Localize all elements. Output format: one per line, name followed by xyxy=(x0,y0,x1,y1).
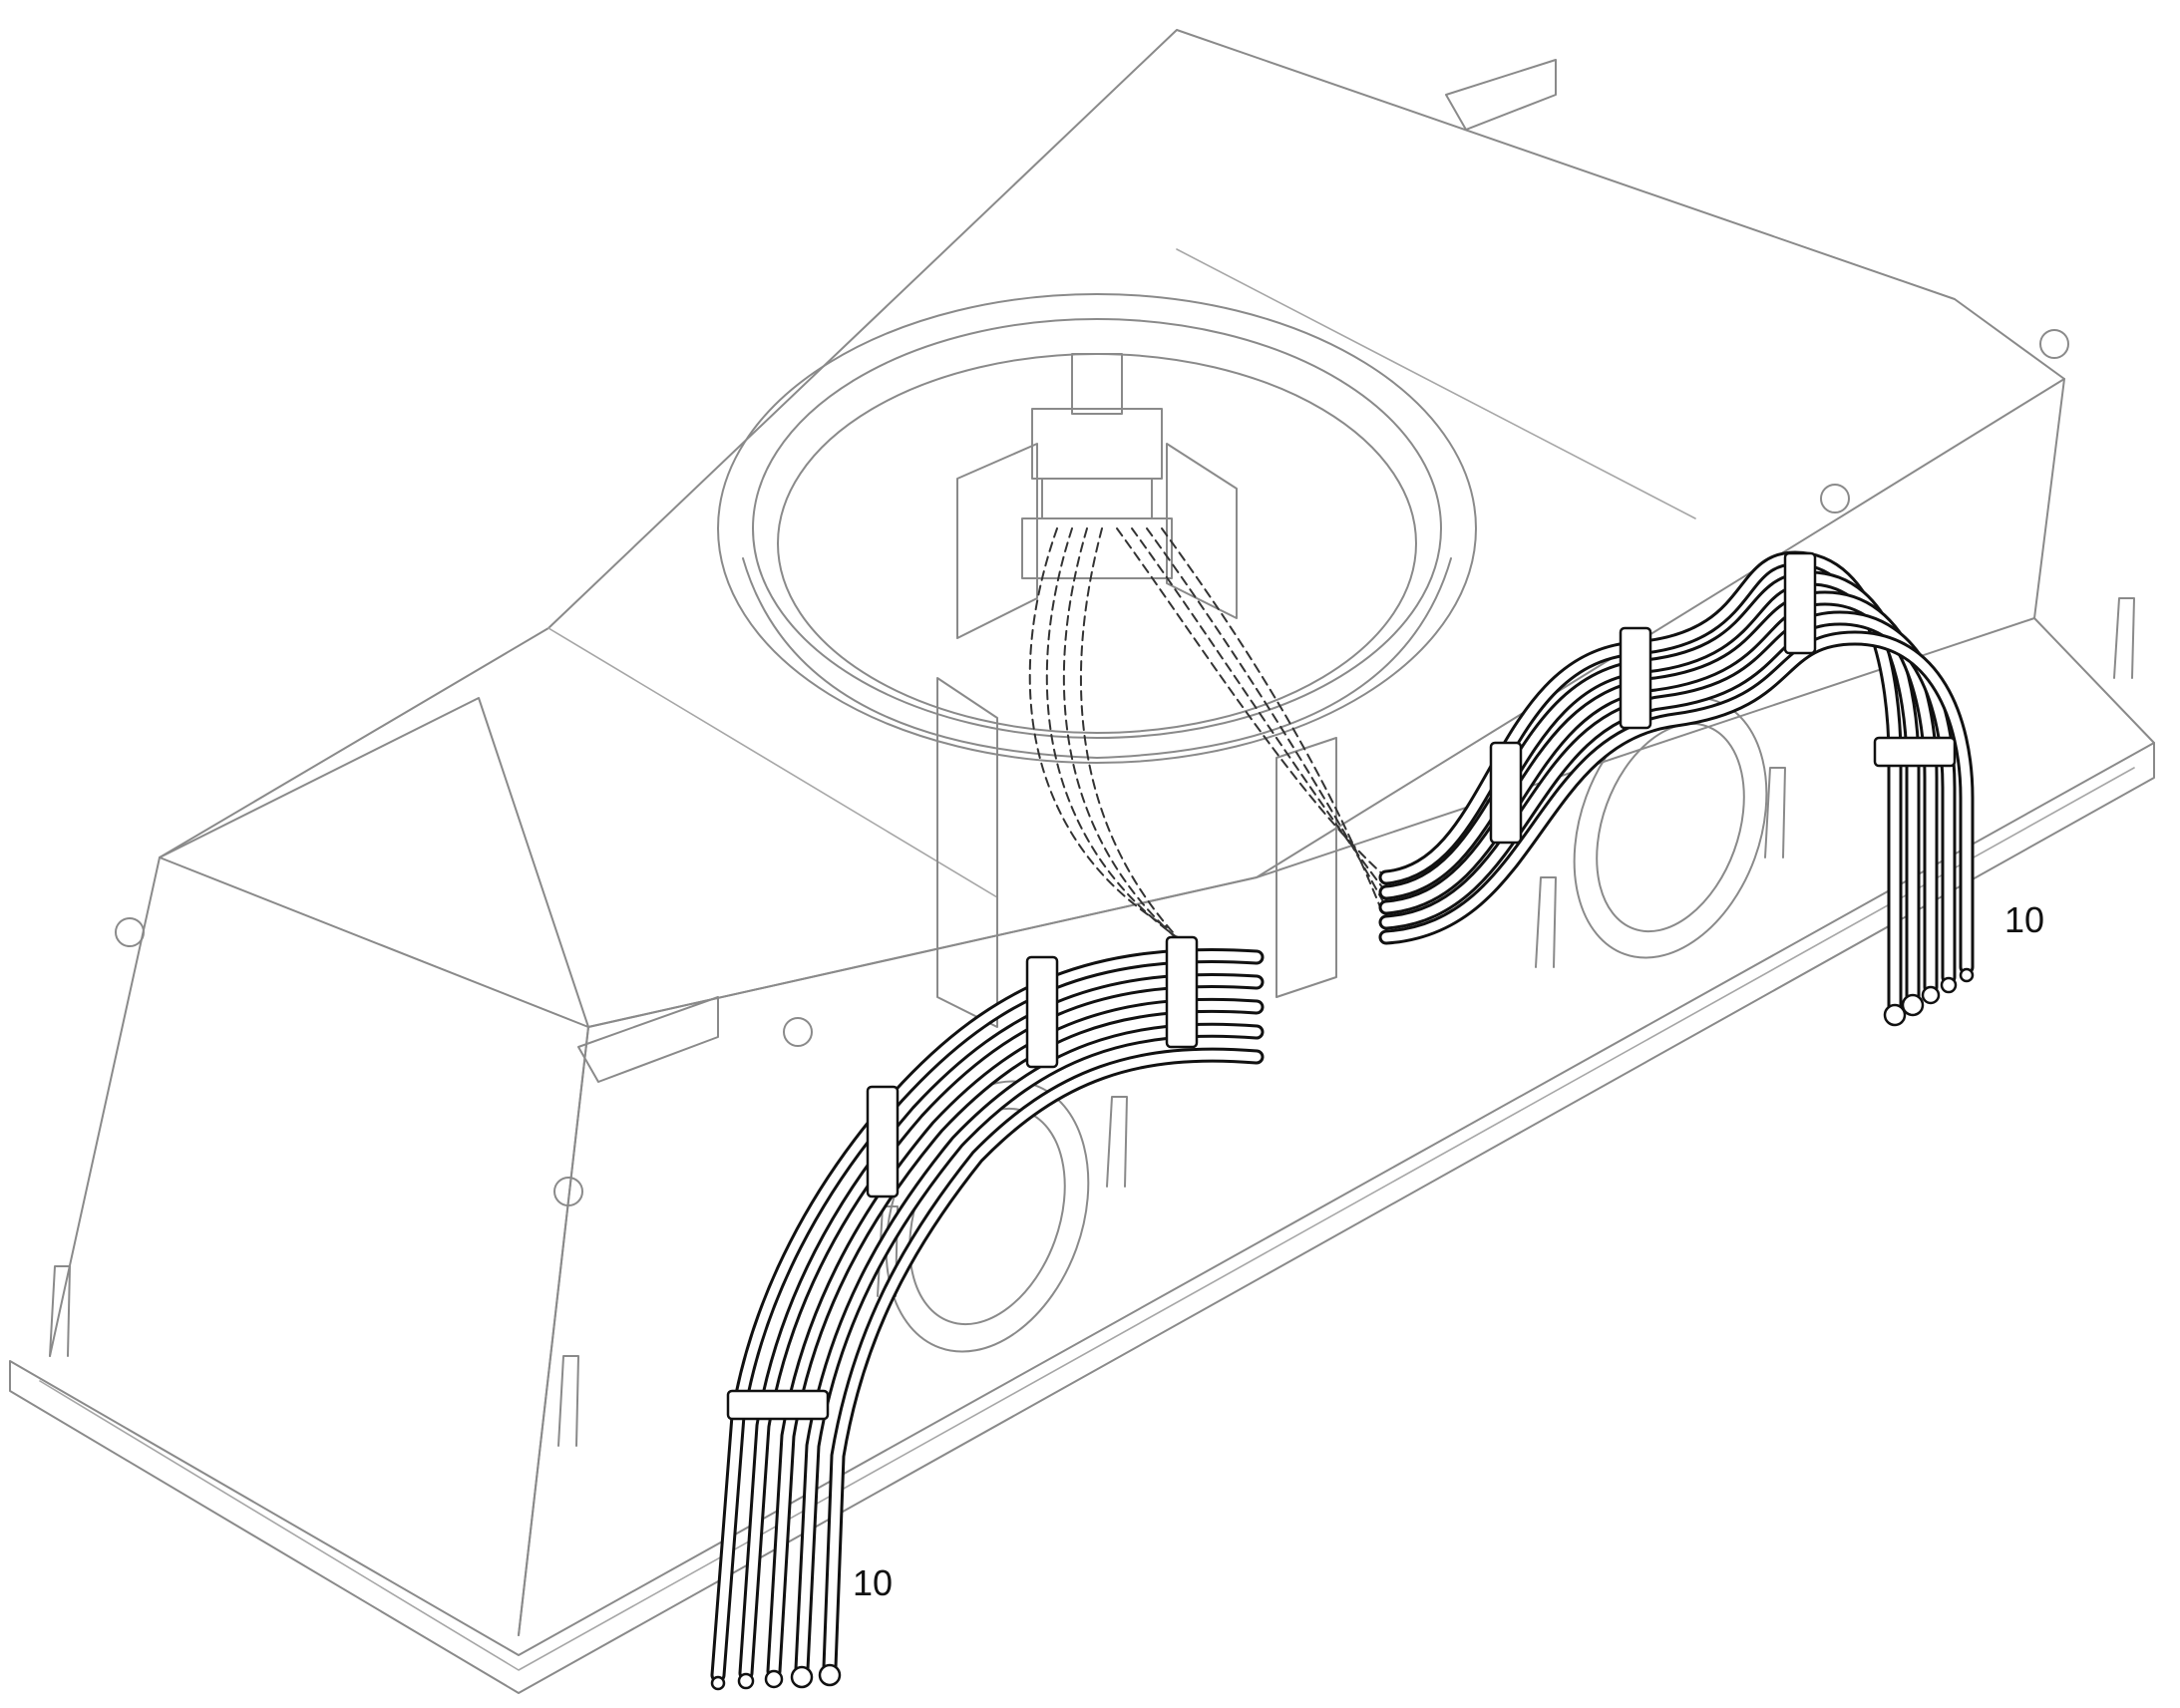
hose-end-fitting xyxy=(1921,985,1941,1005)
hose-clamp xyxy=(1873,736,1957,768)
hose-end-fitting xyxy=(710,1675,726,1691)
right-end-panel xyxy=(2033,378,2155,744)
hose-clamp xyxy=(866,1085,900,1198)
hose-r3 xyxy=(1378,590,1939,995)
hose-r5 xyxy=(1378,630,1975,975)
top-plate xyxy=(159,29,2065,1028)
hose-r4 xyxy=(1378,610,1957,985)
frame-body xyxy=(9,29,2155,1694)
hose-clamp xyxy=(1025,955,1059,1069)
front-side-panel xyxy=(587,617,2035,1028)
slewing-ring xyxy=(717,293,1477,764)
base-flange xyxy=(9,742,2155,1694)
hose-end-fitting xyxy=(764,1669,784,1689)
hose-end-fitting xyxy=(737,1672,755,1690)
hose-end-fitting xyxy=(1883,1003,1907,1027)
item-callout-left: 10 xyxy=(853,1562,894,1603)
hose-end-fitting xyxy=(818,1663,842,1687)
hose-l5 xyxy=(822,1047,1265,1675)
hose-end-fitting xyxy=(790,1665,814,1689)
hose-clamp xyxy=(1783,551,1817,655)
hose-l4 xyxy=(794,1022,1265,1677)
hose-clamp xyxy=(1619,626,1652,730)
hose-end-fitting xyxy=(1959,967,1975,983)
hose-end-fitting xyxy=(1901,993,1925,1017)
hose-clamp xyxy=(726,1389,830,1421)
hose-bundle-left xyxy=(710,935,1265,1691)
rotary-union xyxy=(936,353,1337,1028)
item-callout-right: 10 xyxy=(2004,899,2045,940)
hidden-hose-paths xyxy=(1028,527,1387,958)
left-end-panel xyxy=(49,856,589,1636)
hose-l3 xyxy=(766,997,1265,1679)
hose-bundle-right xyxy=(1378,550,1975,1027)
hose-l2 xyxy=(738,972,1265,1681)
hose-clamp xyxy=(1489,741,1523,845)
hose-clamp xyxy=(1165,935,1199,1049)
hose-end-fitting xyxy=(1940,976,1958,994)
